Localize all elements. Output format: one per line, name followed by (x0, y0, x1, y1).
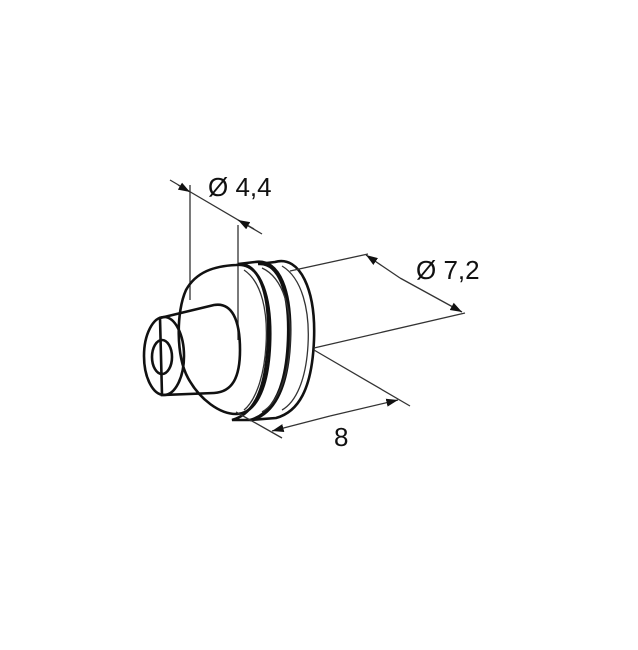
seal-body (142, 259, 316, 422)
dimension-large-diameter: Ø 7,2 (289, 253, 480, 349)
length-label: 8 (334, 422, 348, 452)
extension-lines-small-diameter (189, 185, 239, 340)
dimension-length: 8 (235, 349, 411, 452)
dimension-small-diameter: Ø 4,4 (169, 172, 272, 235)
large-diameter-label: Ø 7,2 (416, 255, 480, 285)
small-diameter-label: Ø 4,4 (208, 172, 272, 202)
